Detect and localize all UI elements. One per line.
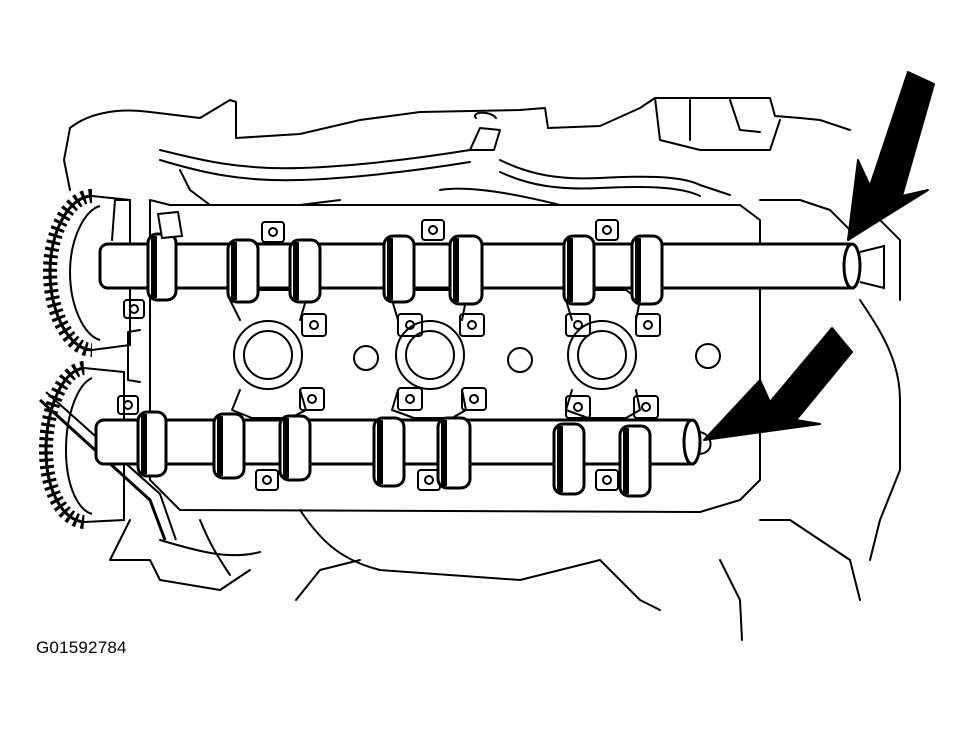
bolt — [595, 469, 619, 491]
upper-cam-lobe — [382, 234, 416, 304]
upper-cam-lobe — [288, 238, 322, 304]
bolt — [397, 313, 423, 337]
bolt — [261, 221, 285, 243]
arrow-upper-camshaft — [846, 71, 935, 241]
lower-cam-lobe — [436, 416, 472, 490]
bolt — [421, 219, 445, 241]
lower-cam-lobe — [136, 410, 168, 478]
bolt — [635, 313, 661, 337]
bolt — [301, 313, 327, 337]
upper-cam-lobe — [562, 234, 596, 306]
lower-cam-lobe — [278, 414, 312, 482]
upper-cam-lobe — [630, 234, 664, 306]
cap-bolts — [117, 219, 661, 491]
lower-camshaft-end — [682, 418, 702, 466]
upper-cam-lobe — [448, 234, 484, 306]
lower-camshaft — [94, 410, 712, 498]
upper-cam-lobe — [226, 238, 260, 304]
bolt — [299, 387, 325, 411]
cylinder-head-outline — [63, 97, 901, 641]
upper-cam-lobe — [146, 232, 178, 302]
bolt — [461, 387, 487, 411]
bolt — [117, 395, 139, 415]
bolt — [565, 313, 591, 337]
bolt — [123, 299, 145, 319]
bolt — [595, 219, 619, 241]
lower-cam-lobe — [552, 422, 586, 496]
bolt — [633, 395, 659, 419]
bolt — [459, 313, 485, 337]
arrow-lower-camshaft — [703, 327, 853, 441]
bolt — [397, 387, 423, 411]
lower-cam-lobe — [372, 416, 406, 488]
figure-id-label: G01592784 — [36, 638, 127, 657]
bolt — [255, 469, 279, 491]
lower-cam-lobe — [212, 412, 246, 480]
upper-cam-sprocket — [42, 189, 131, 357]
upper-camshaft-end — [842, 242, 862, 290]
upper-camshaft — [98, 210, 885, 306]
bolt — [565, 395, 591, 419]
lower-cam-lobe — [618, 424, 652, 498]
lower-cam-sprocket — [38, 361, 177, 541]
